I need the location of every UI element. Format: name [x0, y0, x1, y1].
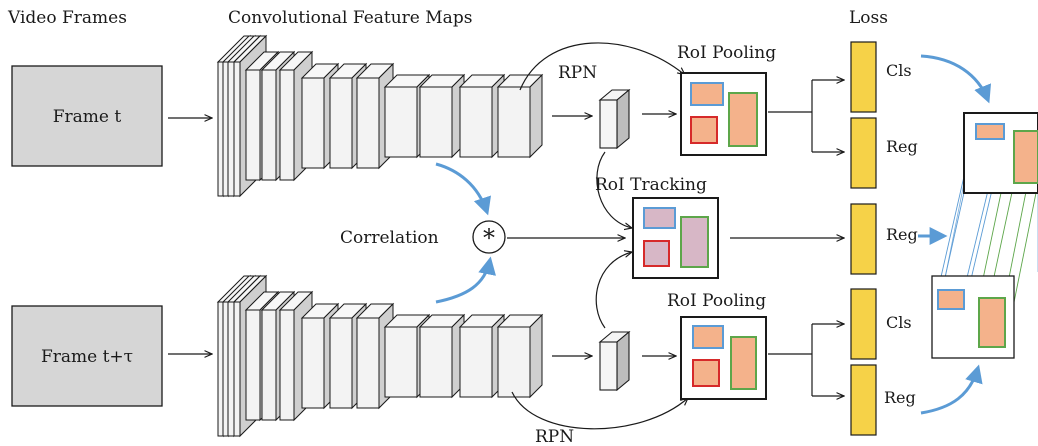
- cnn-feature-stack-top: [216, 34, 544, 198]
- feature-map-layer-top-12: [418, 73, 466, 159]
- loss-reg-bottom: Reg: [850, 364, 916, 436]
- feature-map-layer-bottom-12: [418, 313, 466, 399]
- source-box-blue: [937, 289, 965, 310]
- map-top-to-tracking-curve: [596, 151, 632, 228]
- map-bottom-to-tracking-curve: [595, 252, 632, 329]
- loss-header: Loss: [849, 8, 888, 28]
- rpn-top-curve: [519, 42, 685, 91]
- roi-tracking-label: RoI Tracking: [595, 175, 707, 195]
- loss-cls-top-label: Cls: [886, 61, 912, 80]
- source-box-green: [978, 297, 1006, 348]
- roi-tracking-box: [632, 197, 719, 279]
- feature-map-layer-top-14: [496, 73, 544, 159]
- loss-reg-top: Reg: [850, 117, 918, 189]
- feature-map-layer-bottom-13: [458, 313, 506, 399]
- target-box-blue: [975, 123, 1005, 140]
- rpn-bottom-label: RPN: [535, 427, 574, 446]
- cnn-feature-stack-bottom: [216, 274, 544, 438]
- blue-arrow-cls-to-target: [920, 54, 991, 104]
- tracking-visualization: [931, 112, 1038, 359]
- loss-cls-bottom: Cls: [850, 288, 912, 360]
- rpn-bottom-curve: [511, 391, 688, 430]
- frame-t-label: Frame t: [53, 107, 122, 127]
- correlation-operator: [472, 220, 506, 254]
- feature-maps-header: Convolutional Feature Maps: [228, 8, 472, 28]
- correlation-symbol: *: [483, 224, 495, 252]
- blue-arrow-from-bottom-features: [435, 256, 496, 304]
- correlation-label: Correlation: [340, 228, 439, 248]
- blue-arrow-reg-to-source: [920, 364, 983, 415]
- video-frames-header: Video Frames: [7, 8, 127, 28]
- loss-cls-bottom-label: Cls: [886, 313, 912, 332]
- loss-reg-tracking-label: Reg: [886, 225, 918, 244]
- frame-t-tau-label: Frame t+τ: [41, 347, 133, 367]
- roi-pooling-bottom-box: [680, 316, 767, 400]
- frame-t: Frame t: [11, 65, 163, 167]
- rpn-top-label: RPN: [558, 63, 597, 83]
- loss-reg-tracking: Reg: [850, 203, 918, 275]
- loss-reg-bottom-label: Reg: [884, 388, 916, 407]
- loss-reg-top-label: Reg: [886, 137, 918, 156]
- frame-t-tau: Frame t+τ: [11, 305, 163, 407]
- roi-pooling-bottom-label: RoI Pooling: [667, 291, 766, 311]
- feature-map-layer-bottom-14: [496, 313, 544, 399]
- loss-cls-top: Cls: [850, 41, 912, 113]
- rpn-feature-map-top: [598, 88, 631, 150]
- blue-arrow-from-top-features: [435, 162, 491, 216]
- roi-pooling-top-label: RoI Pooling: [677, 43, 776, 63]
- target-box-green: [1013, 130, 1038, 184]
- roi-pooling-top-box: [680, 72, 767, 156]
- rpn-feature-map-bottom: [598, 330, 631, 392]
